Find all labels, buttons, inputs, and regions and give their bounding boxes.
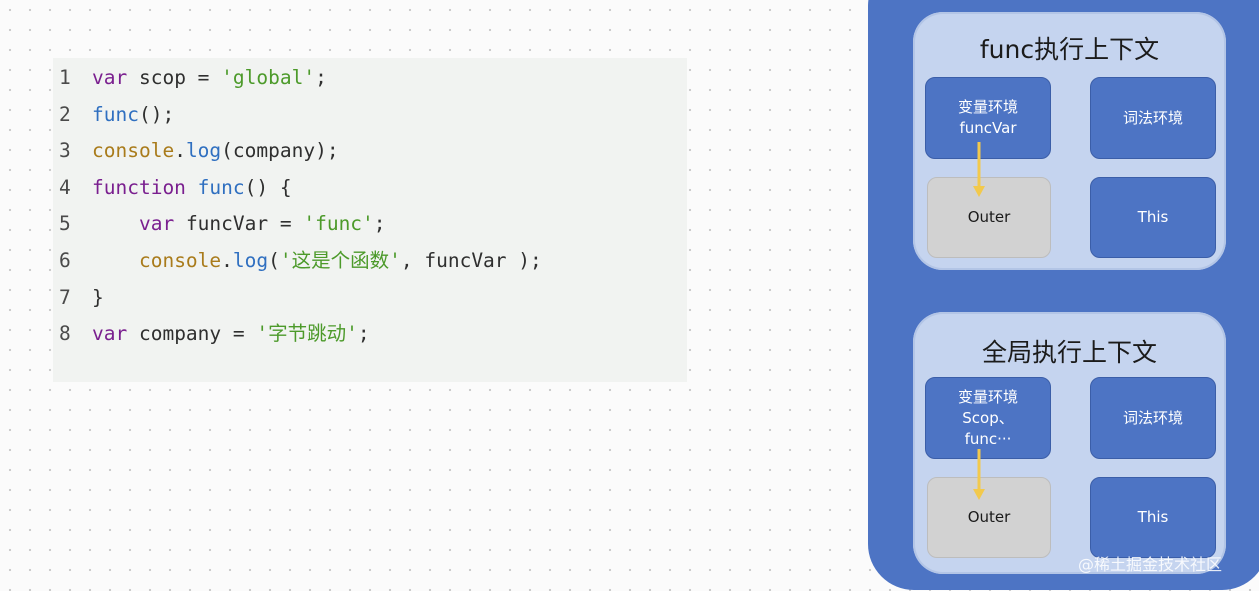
code-line: 6 console.log('这是个函数', funcVar ); <box>53 243 687 280</box>
func-outer-label: Outer <box>967 208 1011 226</box>
code-text: var company = '字节跳动'; <box>92 316 370 353</box>
code-token <box>92 249 139 272</box>
code-token: var <box>138 212 175 236</box>
code-token: . <box>174 139 186 163</box>
func-context-title: func执行上下文 <box>979 35 1160 64</box>
code-token: ; <box>373 212 386 236</box>
line-number: 2 <box>59 102 71 126</box>
code-token: } <box>92 285 104 309</box>
code-token: func <box>92 102 139 126</box>
global-lexical-env-label: 词法环境 <box>1122 408 1183 427</box>
line-number: 3 <box>59 139 71 163</box>
code-text: var funcVar = 'func'; <box>92 206 386 243</box>
line-number: 5 <box>59 212 71 236</box>
code-line: 5 var funcVar = 'func'; <box>53 206 687 243</box>
global-this-label: This <box>1137 508 1169 526</box>
global-outer-label: Outer <box>967 508 1011 526</box>
code-token <box>92 212 139 235</box>
line-number: 1 <box>59 66 71 89</box>
code-token: var <box>92 322 128 346</box>
watermark: @稀土掘金技术社区 <box>1078 555 1223 574</box>
code-token: . <box>221 248 233 272</box>
global-variable-environment: 变量环境 Scop、 func··· <box>925 377 1051 459</box>
code-text: } <box>92 280 104 317</box>
code-token: , funcVar ); <box>400 248 542 272</box>
code-token: function <box>92 175 186 199</box>
global-lexical-environment: 词法环境 <box>1090 377 1216 459</box>
code-line: 2 func(); <box>53 97 687 134</box>
line-number: 6 <box>59 248 71 272</box>
code-token: funcVar = <box>174 212 304 236</box>
code-token: company = <box>127 322 257 346</box>
code-token: ; <box>315 66 327 89</box>
global-context-title: 全局执行上下文 <box>981 338 1157 367</box>
global-variable-env-content-1: Scop、 <box>962 408 1014 427</box>
code-token: (); <box>138 102 175 126</box>
code-token: ; <box>357 322 370 346</box>
code-token: ( <box>268 248 280 272</box>
code-token: (company); <box>221 139 339 163</box>
global-variable-env-label: 变量环境 <box>957 387 1018 406</box>
code-token: log <box>185 139 222 163</box>
code-token: log <box>232 248 269 272</box>
code-text: console.log(company); <box>92 133 339 170</box>
func-outer-arrow <box>973 142 985 197</box>
func-variable-env-label: 变量环境 <box>957 98 1018 116</box>
global-variable-env-content-2: func··· <box>964 429 1012 448</box>
line-number: 4 <box>59 175 71 199</box>
code-token: 'func' <box>303 212 374 236</box>
func-this: This <box>1090 177 1216 258</box>
code-token: 'global' <box>221 66 316 89</box>
code-token: console <box>92 139 175 163</box>
global-outer: Outer <box>927 477 1051 558</box>
code-line: 3 console.log(company); <box>53 133 687 170</box>
func-variable-env-content: funcVar <box>959 119 1017 137</box>
code-line: 1 var scop = 'global'; <box>53 60 687 97</box>
func-outer: Outer <box>927 177 1051 258</box>
code-line: 4 function func() { <box>53 170 687 207</box>
code-text: var scop = 'global'; <box>92 60 327 97</box>
code-token: var <box>92 66 128 89</box>
code-line: 7} <box>53 280 687 317</box>
func-this-label: This <box>1137 208 1169 226</box>
code-text: func(); <box>92 97 174 134</box>
code-token: scop = <box>127 66 222 89</box>
code-token <box>186 176 198 199</box>
func-lexical-env-label: 词法环境 <box>1122 108 1183 127</box>
func-variable-environment: 变量环境 funcVar <box>925 77 1051 159</box>
code-token: () { <box>244 175 292 199</box>
global-this: This <box>1090 477 1216 558</box>
code-text: console.log('这是个函数', funcVar ); <box>92 243 542 280</box>
global-outer-arrow <box>973 449 985 500</box>
func-lexical-environment: 词法环境 <box>1090 77 1216 159</box>
line-number: 8 <box>59 322 71 346</box>
code-token: '这是个函数' <box>279 248 401 272</box>
code-line: 8 var company = '字节跳动'; <box>53 316 687 353</box>
code-token: console <box>138 248 222 272</box>
code-text: function func() { <box>92 170 292 207</box>
code-token: '字节跳动' <box>256 322 358 346</box>
code-token: func <box>197 175 245 199</box>
line-number: 7 <box>59 285 71 309</box>
